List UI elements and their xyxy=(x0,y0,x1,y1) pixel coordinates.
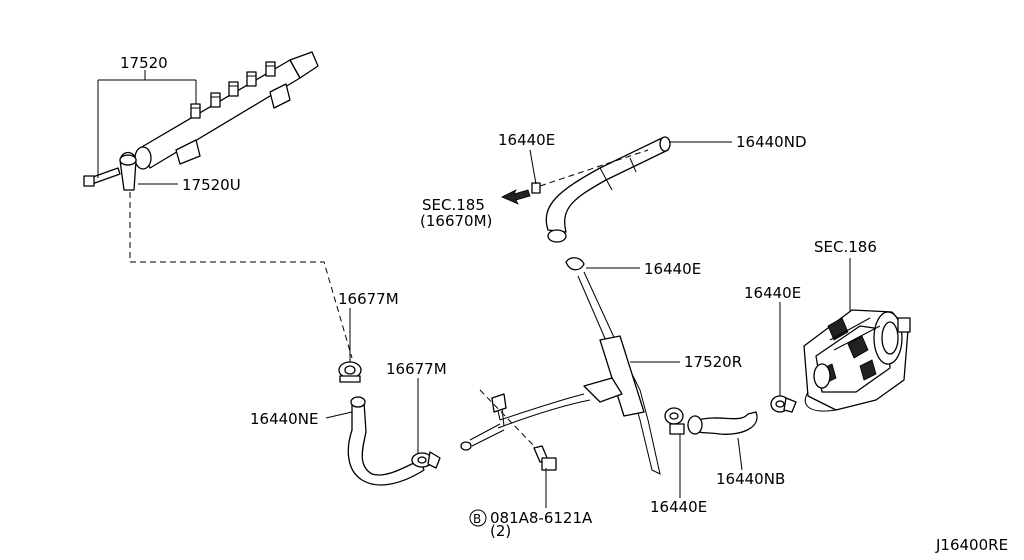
label-16440e-top: 16440E xyxy=(498,131,555,149)
label-16440ne: 16440NE xyxy=(250,410,318,428)
rail-fitting-17520u[interactable] xyxy=(119,151,137,191)
clamp-16440e-right[interactable] xyxy=(770,395,797,413)
clip-16440e-top[interactable] xyxy=(531,182,541,194)
fuel-pipe-17520r[interactable] xyxy=(460,257,661,475)
label-16440e-mid: 16440E xyxy=(644,260,701,278)
clamp-16677m-left[interactable] xyxy=(338,361,362,383)
label-bolt-code: 081A8-6121A xyxy=(490,509,593,527)
label-16677m-left: 16677M xyxy=(338,290,399,308)
part-labels: 17520 17520U 16440E 16440ND SEC.185 (166… xyxy=(120,54,1008,554)
label-16440e-right: 16440E xyxy=(744,284,801,302)
fuel-rail[interactable] xyxy=(134,51,319,170)
leader-lines xyxy=(97,70,851,508)
sec185-arrow xyxy=(501,189,531,205)
fuel-pump[interactable] xyxy=(803,309,911,412)
label-16677m-mid: 16677M xyxy=(386,360,447,378)
return-hose-16440nd[interactable] xyxy=(545,136,671,243)
hose-16440ne[interactable] xyxy=(347,396,425,486)
rail-bolt[interactable] xyxy=(83,167,121,187)
label-17520: 17520 xyxy=(120,54,168,72)
label-sec185-ref: (16670M) xyxy=(420,212,492,230)
diagram-id: J16400RE xyxy=(935,536,1008,554)
label-sec185: SEC.185 xyxy=(422,196,485,214)
bolt-circle-marker xyxy=(469,509,487,527)
label-17520u: 17520U xyxy=(182,176,241,194)
label-16440nd: 16440ND xyxy=(736,133,807,151)
label-sec186: SEC.186 xyxy=(814,238,877,256)
hose-16440nb[interactable] xyxy=(687,411,758,435)
label-16440nb: 16440NB xyxy=(716,470,785,488)
label-bolt-qty: (2) xyxy=(490,522,511,540)
label-16440e-bottom: 16440E xyxy=(650,498,707,516)
bolt-081a8-6121a[interactable] xyxy=(533,445,557,471)
dashed-connectors xyxy=(129,149,649,449)
clamp-16677m-mid[interactable] xyxy=(411,451,441,469)
clamp-16440e-bottom[interactable] xyxy=(664,407,685,435)
label-bolt-circle: B xyxy=(473,512,481,526)
label-17520r: 17520R xyxy=(684,353,742,371)
